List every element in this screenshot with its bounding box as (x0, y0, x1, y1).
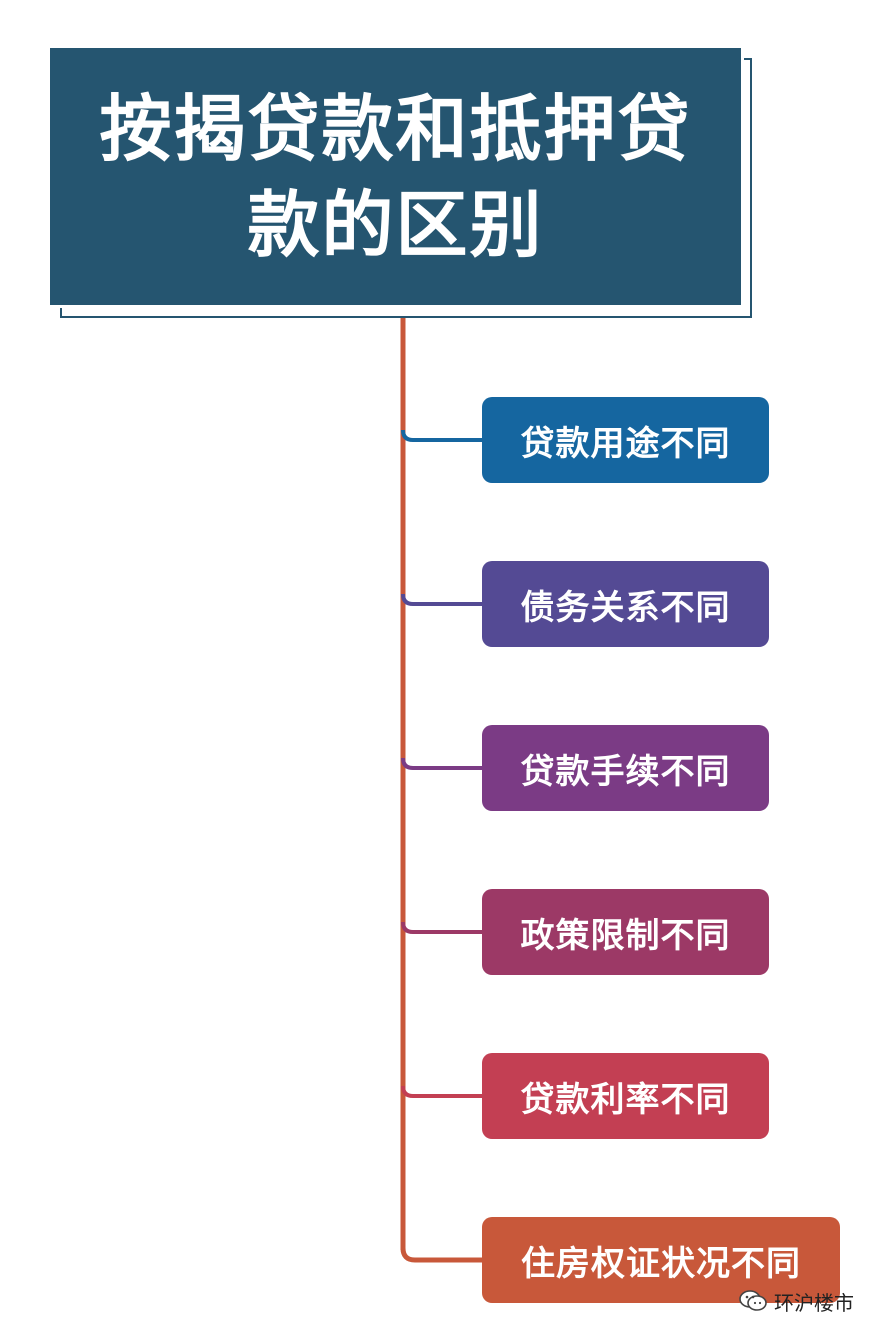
node-loan-purpose: 贷款用途不同 (482, 397, 769, 483)
branch-line-3 (401, 757, 484, 770)
node-label: 政策限制不同 (520, 915, 731, 956)
node-label: 住房权证状况不同 (521, 1243, 801, 1284)
node-label: 债务关系不同 (520, 587, 731, 628)
node-label: 贷款利率不同 (520, 1079, 731, 1120)
diagram-title: 按揭贷款和抵押贷款的区别 (99, 86, 692, 267)
node-debt-relation: 债务关系不同 (482, 561, 769, 647)
branch-line-6 (400, 1247, 484, 1263)
branch-line-5 (401, 1085, 484, 1098)
node-policy-limit: 政策限制不同 (482, 889, 769, 975)
node-label: 贷款手续不同 (520, 751, 731, 792)
wechat-icon (738, 1288, 768, 1314)
node-property-certificate: 住房权证状况不同 (482, 1217, 840, 1303)
branch-line-1 (401, 429, 484, 442)
node-label: 贷款用途不同 (520, 423, 731, 464)
title-box: 按揭贷款和抵押贷款的区别 (50, 48, 744, 308)
watermark: 环沪楼市 (738, 1284, 854, 1318)
watermark-text: 环沪楼市 (774, 1290, 854, 1315)
branch-line-2 (401, 593, 484, 606)
node-loan-rate: 贷款利率不同 (482, 1053, 769, 1139)
branch-line-4 (401, 921, 484, 934)
node-loan-procedure: 贷款手续不同 (482, 725, 769, 811)
